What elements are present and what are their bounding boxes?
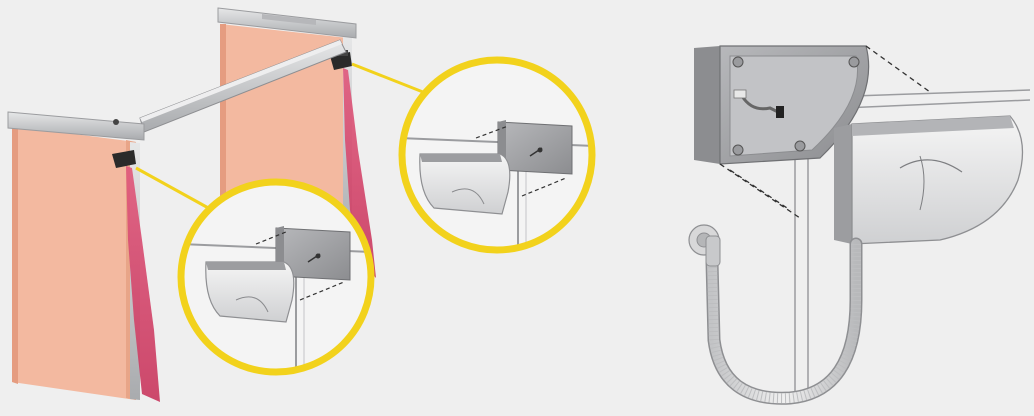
callout-leader-lines	[135, 62, 429, 212]
front-detection-beam	[126, 166, 160, 402]
projection-lines	[719, 45, 931, 219]
flexible-cable-conduit	[688, 224, 863, 405]
rear-detection-beam	[343, 68, 376, 278]
sensor-cover	[834, 115, 1024, 245]
front-sensor	[112, 150, 136, 168]
mounting-bracket	[694, 45, 870, 165]
front-header-beam	[7, 111, 145, 141]
rear-header-beam	[217, 7, 357, 39]
front-door-panel	[12, 126, 140, 400]
callout-front-sensor-detail	[177, 178, 375, 376]
exploded-sensor-view	[688, 45, 1031, 405]
callout-rear-sensor-detail	[398, 56, 596, 254]
